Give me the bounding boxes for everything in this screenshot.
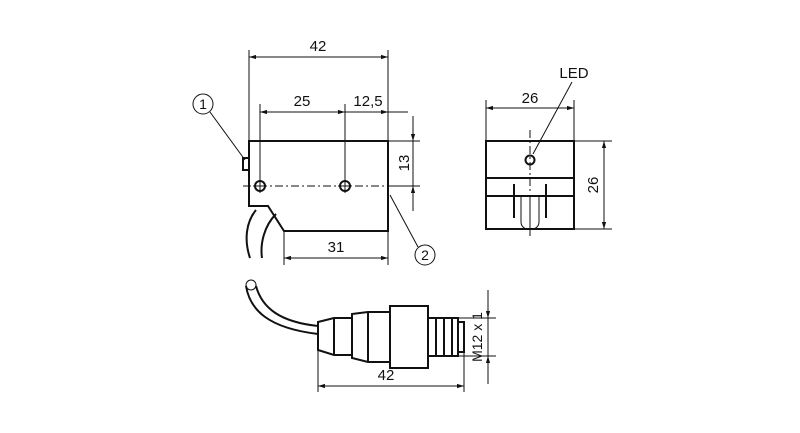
connector-knurled-nut <box>389 305 429 369</box>
callout-2-label: 2 <box>421 247 429 263</box>
callout-1-label: 1 <box>199 96 207 112</box>
front-view: LED 26 26 <box>485 65 612 236</box>
led-label: LED <box>559 65 588 82</box>
dim-text-13: 13 <box>396 155 413 172</box>
dim-text-42-connector: 42 <box>378 367 395 384</box>
side-left-tab <box>242 157 250 171</box>
front-cable-exit <box>513 184 547 218</box>
dim-text-42-top: 42 <box>310 38 327 55</box>
side-view: 42 25 12,5 13 31 1 2 <box>192 38 436 266</box>
connector-view: 42 M12 x 1 <box>245 279 496 392</box>
dim-text-25: 25 <box>294 93 311 110</box>
dim-text-12-5: 12,5 <box>353 93 382 110</box>
connector-cable <box>245 285 319 335</box>
callout-2-leader <box>389 194 419 248</box>
dim-text-31: 31 <box>328 239 345 256</box>
dim-text-26-height: 26 <box>585 177 602 194</box>
callout-1-leader <box>209 111 246 161</box>
led-leader <box>532 81 573 155</box>
connector-body <box>351 311 391 363</box>
callout-2-circle <box>414 244 436 266</box>
callout-1-circle <box>192 93 214 115</box>
side-cable <box>245 209 257 259</box>
dim-text-26-width: 26 <box>522 90 539 107</box>
dim-text-thread: M12 x 1 <box>469 312 485 362</box>
